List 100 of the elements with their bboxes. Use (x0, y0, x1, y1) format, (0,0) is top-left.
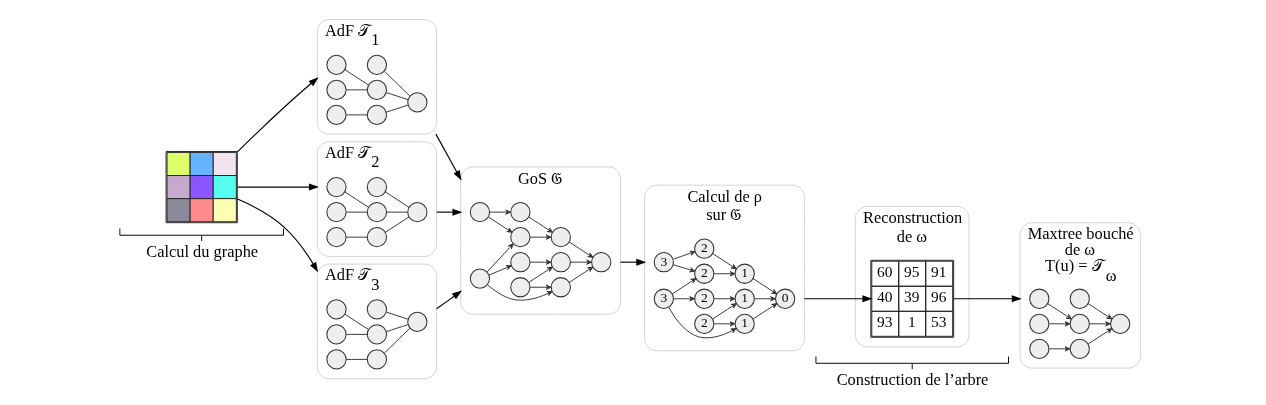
node-circle (1069, 338, 1090, 359)
node-circle: 2 (693, 238, 714, 259)
cluster: GoS 𝔊 (459, 166, 621, 315)
arrow (568, 241, 593, 258)
arrow (435, 290, 462, 310)
connector (345, 358, 368, 360)
arrow (672, 296, 695, 302)
arrow (486, 284, 553, 301)
node-circle (550, 227, 571, 248)
node-circle: 0 (774, 288, 795, 309)
arrow (487, 216, 512, 233)
arrow (667, 306, 737, 339)
arrow (1088, 321, 1111, 327)
arrow (803, 295, 872, 303)
node-circle (366, 104, 387, 126)
node-circle (406, 92, 427, 113)
arrow (713, 321, 735, 327)
arrow (486, 243, 514, 273)
node-circle (325, 324, 347, 345)
label: Calcul du graphe (145, 241, 258, 261)
connector (385, 324, 408, 333)
node-circle (406, 201, 427, 223)
arrow (236, 183, 319, 191)
node-circle: 1 (734, 263, 755, 284)
arrow (527, 216, 553, 233)
node-circle (1069, 288, 1090, 309)
arrow (435, 208, 462, 216)
arrow (671, 278, 696, 295)
arrow (711, 303, 737, 320)
node-circle (325, 104, 347, 126)
connector (345, 114, 368, 116)
node-circle (366, 324, 387, 345)
arrow (488, 265, 512, 276)
connector (343, 69, 369, 86)
arrow (529, 234, 551, 240)
arrow (236, 198, 318, 273)
arrow (236, 77, 319, 153)
connector (343, 191, 369, 208)
connector (383, 327, 410, 354)
node-circle (550, 252, 571, 273)
node-circle (325, 79, 347, 100)
node-circle (366, 54, 387, 75)
node-circle: 1 (734, 313, 755, 334)
node-circle: 3 (653, 252, 674, 273)
arrow (713, 271, 735, 277)
node-circle: 3 (653, 288, 674, 309)
connector (385, 92, 408, 101)
node-circle (469, 268, 490, 289)
node-circle (366, 176, 387, 198)
connector (345, 89, 368, 91)
node-circle (366, 201, 387, 223)
node-circle (590, 252, 611, 273)
node-circle (325, 176, 347, 198)
node-circle (406, 311, 427, 333)
connector (345, 333, 368, 335)
arrow (672, 264, 695, 273)
arrow (713, 296, 735, 302)
label: Construction de l’arbre (836, 370, 988, 390)
node-circle: 2 (693, 263, 714, 284)
node-circle (325, 299, 347, 320)
node-circle (325, 201, 347, 223)
arrow (1087, 328, 1112, 345)
node-circle (509, 252, 531, 273)
arrow (488, 209, 511, 215)
arrow (753, 296, 776, 302)
node-circle (1109, 313, 1130, 334)
node-circle: 2 (693, 288, 714, 309)
arrow (434, 133, 462, 181)
node-circle (1069, 313, 1090, 334)
arrow (952, 295, 1022, 303)
arrow (752, 303, 777, 320)
connector (383, 70, 410, 97)
node-circle: 1 (734, 288, 755, 309)
node-circle: 2 (693, 313, 714, 334)
connector (384, 191, 409, 208)
connector (385, 104, 408, 113)
node-circle (325, 54, 347, 75)
arrow (568, 266, 593, 283)
node-circle (366, 79, 387, 100)
node-circle (325, 349, 347, 370)
arrow (1046, 303, 1072, 320)
node-circle (1028, 338, 1049, 359)
node-circle (509, 277, 531, 298)
arrow (672, 250, 695, 260)
connector (343, 313, 369, 331)
connector (345, 211, 368, 213)
node-circle (469, 201, 490, 223)
node-circle (1028, 313, 1049, 334)
node-circle (325, 227, 347, 248)
connector (384, 216, 409, 233)
arrow (529, 259, 551, 265)
arrow (752, 278, 777, 295)
arrow (711, 253, 737, 270)
node-circle (550, 277, 571, 298)
arrow (529, 284, 551, 290)
arrow (527, 266, 553, 283)
node-circle (509, 201, 531, 223)
arrow (1087, 303, 1112, 320)
node-circle (366, 227, 387, 248)
arrow (569, 259, 592, 265)
